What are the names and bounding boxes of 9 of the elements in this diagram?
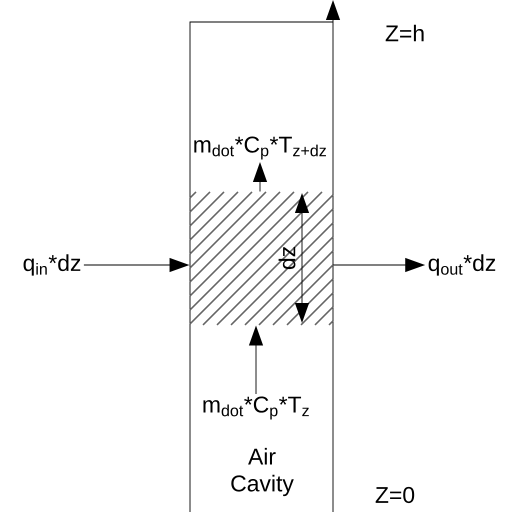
flux-label: q$_{out}$*dz — [428, 254, 496, 276]
height-label: Z=h — [386, 24, 424, 42]
flux-label: m$_{dot}$*C$_{p}$*T$_{z+dz}$ — [194, 136, 326, 160]
dimension-label: dz — [278, 247, 296, 270]
hatched-control-volume — [189, 191, 334, 326]
flux-label: q$_{in}$*dz — [24, 254, 80, 276]
height-label: Z=0 — [376, 486, 414, 504]
flux-label: m$_{dot}$*C$_{p}$*T$_{z}$ — [203, 396, 309, 420]
cavity-label: Air Cavity — [231, 448, 294, 496]
